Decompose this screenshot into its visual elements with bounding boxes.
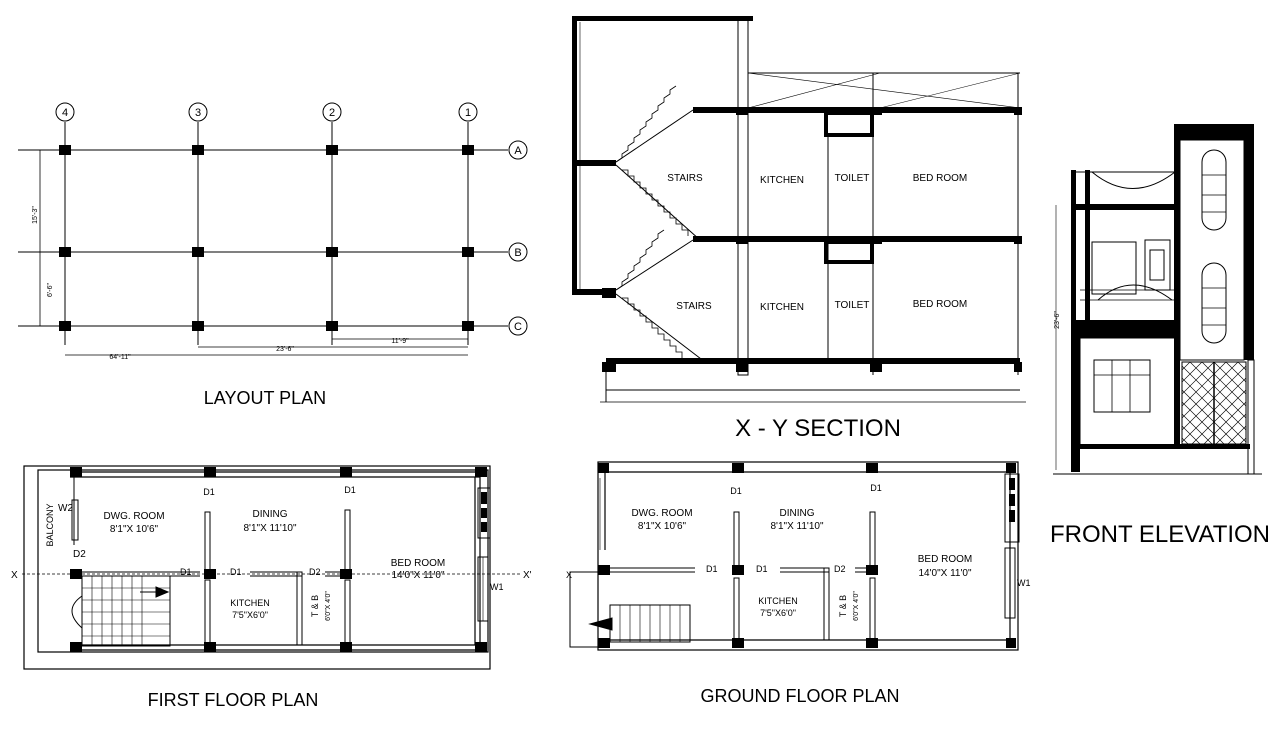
ff-w1: W1 bbox=[490, 582, 504, 592]
gf-d1-mid-b: D1 bbox=[756, 564, 768, 574]
ff-x-left: X bbox=[11, 570, 18, 581]
ff-dining-name: DINING bbox=[253, 509, 288, 520]
dim-left-bottom: 6'-6" bbox=[47, 283, 54, 297]
gf-d1-top-a: D1 bbox=[730, 486, 742, 496]
ff-d1-mid-b: D1 bbox=[230, 567, 242, 577]
grid-label-row-a: A bbox=[514, 145, 522, 157]
ff-d1-mid-a: D1 bbox=[180, 567, 192, 577]
gf-kitchen-name: KITCHEN bbox=[758, 596, 798, 606]
first-floor-labels: BALCONY W2 D2 DWG. ROOM 8'1"X 10'6" D1 D… bbox=[11, 485, 532, 710]
gf-kitchen-size: 7'5"X6'0" bbox=[760, 608, 796, 618]
ff-kitchen-size: 7'5"X6'0" bbox=[232, 610, 268, 620]
ff-bedroom-size: 14'0"X 11'0" bbox=[392, 570, 445, 581]
section-title: X - Y SECTION bbox=[735, 415, 901, 442]
ff-tb-size: 6'0"X 4'0" bbox=[325, 591, 332, 621]
layout-plan-labels: 4 3 2 1 A B C 15'-3" 6'-6" 64'-11" 23'-6… bbox=[32, 107, 522, 408]
ff-tb-name: T & B bbox=[310, 595, 320, 617]
gf-dining-name: DINING bbox=[780, 508, 815, 519]
grid-label-col-4: 4 bbox=[62, 107, 68, 119]
section-bedroom-lower: BED ROOM bbox=[913, 299, 967, 310]
gf-dining-size: 8'1"X 11'10" bbox=[771, 521, 824, 532]
section-toilet-upper: TOILET bbox=[835, 173, 870, 184]
dim-mid: 23'-6" bbox=[276, 346, 294, 353]
ground-floor-labels: DWG. ROOM 8'1"X 10'6" D1 DINING 8'1"X 11… bbox=[566, 483, 1031, 706]
grid-label-row-b: B bbox=[514, 247, 521, 259]
gf-d1-top-b: D1 bbox=[870, 483, 882, 493]
ff-d1-top-b: D1 bbox=[344, 485, 356, 495]
section-kitchen-upper: KITCHEN bbox=[760, 175, 804, 186]
gf-w1: W1 bbox=[1017, 578, 1031, 588]
front-elevation-labels: 23'-6" FRONT ELEVATION bbox=[1050, 311, 1270, 548]
gf-x-left: X bbox=[566, 570, 572, 580]
gf-bedroom-size: 14'0"X 11'0" bbox=[919, 568, 972, 579]
elevation-height-dim: 23'-6" bbox=[1054, 311, 1061, 329]
section-stairs-lower: STAIRS bbox=[676, 301, 712, 312]
section-kitchen-lower: KITCHEN bbox=[760, 302, 804, 313]
first-floor-plan bbox=[22, 465, 520, 670]
section-toilet-lower: TOILET bbox=[835, 300, 870, 311]
elevation-title: FRONT ELEVATION bbox=[1050, 521, 1270, 548]
ff-d2-left: D2 bbox=[73, 549, 86, 560]
ff-w2: W2 bbox=[58, 503, 73, 514]
grid-label-col-2: 2 bbox=[329, 107, 335, 119]
gf-d1-mid-a: D1 bbox=[706, 564, 718, 574]
ff-d2-mid: D2 bbox=[309, 567, 321, 577]
ff-x-right: X' bbox=[523, 570, 532, 581]
dim-left-top: 15'-3" bbox=[32, 206, 39, 224]
first-floor-title: FIRST FLOOR PLAN bbox=[148, 690, 319, 710]
layout-plan bbox=[18, 102, 528, 356]
gf-dwg-room-size: 8'1"X 10'6" bbox=[638, 521, 687, 532]
ff-kitchen-name: KITCHEN bbox=[230, 598, 270, 608]
ff-dwg-room-size: 8'1"X 10'6" bbox=[110, 524, 159, 535]
ground-floor-plan bbox=[569, 461, 1020, 651]
dim-total: 64'-11" bbox=[109, 354, 131, 361]
gf-dwg-room-name: DWG. ROOM bbox=[631, 508, 692, 519]
ff-dwg-room-name: DWG. ROOM bbox=[103, 511, 164, 522]
ground-floor-title: GROUND FLOOR PLAN bbox=[700, 686, 899, 706]
grid-label-col-3: 3 bbox=[195, 107, 201, 119]
gf-bedroom-name: BED ROOM bbox=[918, 554, 972, 565]
gf-tb-size: 6'0"X 4'0" bbox=[853, 591, 860, 621]
ff-d1-top-a: D1 bbox=[203, 487, 215, 497]
dim-right: 11'-9" bbox=[391, 338, 409, 345]
gf-d2-mid: D2 bbox=[834, 564, 846, 574]
gf-tb-name: T & B bbox=[838, 595, 848, 617]
grid-label-col-1: 1 bbox=[465, 107, 471, 119]
front-elevation bbox=[1053, 124, 1262, 475]
ff-balcony: BALCONY bbox=[45, 503, 55, 546]
xy-section-labels: STAIRS KITCHEN TOILET BED ROOM STAIRS KI… bbox=[667, 173, 967, 442]
grid-label-row-c: C bbox=[514, 321, 522, 333]
section-bedroom-upper: BED ROOM bbox=[913, 173, 967, 184]
layout-plan-title: LAYOUT PLAN bbox=[204, 388, 326, 408]
xy-section bbox=[572, 16, 1026, 403]
ff-dining-size: 8'1"X 11'10" bbox=[244, 523, 297, 534]
section-stairs-upper: STAIRS bbox=[667, 173, 703, 184]
ff-bedroom-name: BED ROOM bbox=[391, 558, 445, 569]
